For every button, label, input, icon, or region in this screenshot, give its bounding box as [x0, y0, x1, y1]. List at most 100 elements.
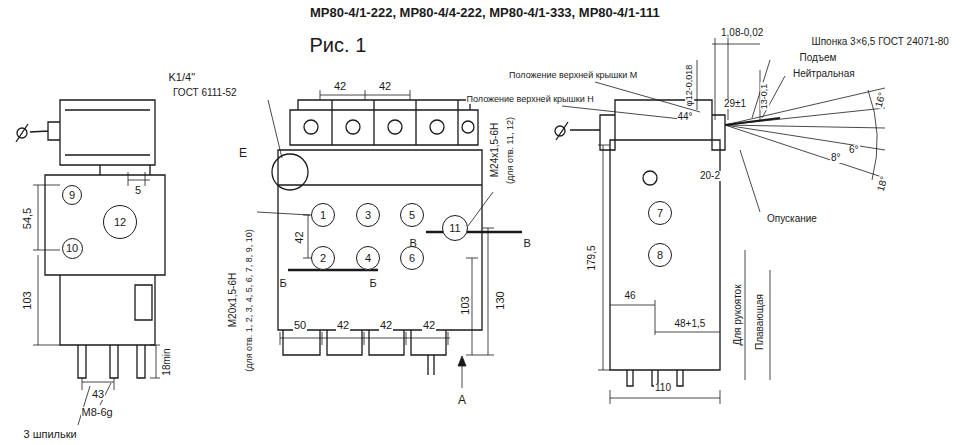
right-view-dimensions — [562, 38, 885, 404]
port-circle: 4 — [356, 246, 380, 270]
dimension-label: 179,5 — [586, 244, 596, 271]
dimension-label: 5 — [134, 185, 142, 196]
left-view-body — [45, 100, 165, 378]
callout-number: 2 — [320, 253, 326, 264]
dimension-label: А — [457, 394, 467, 406]
dimension-label: M20x1,5-6H — [228, 272, 238, 328]
dimension-label: Для рукояток — [732, 283, 742, 346]
callout-number: 11 — [449, 223, 460, 234]
dimension-label: 44° — [677, 112, 694, 122]
drawing-title: МР80-4/1-222, МР80-4/4-222, МР80-4/1-333… — [310, 6, 660, 19]
dimension-label: Опускание — [766, 214, 818, 224]
dimension-label: 16° — [873, 90, 887, 109]
front-view-dimensions — [257, 90, 494, 388]
dimension-label: 6° — [848, 145, 860, 155]
dimension-label: 110 — [654, 383, 672, 393]
dimension-lines — [562, 38, 785, 404]
dimension-label: M8-6g — [81, 407, 114, 418]
port-circle: 1 — [311, 203, 335, 227]
port-circle: 9 — [62, 185, 82, 205]
dimension-label: 103 — [22, 290, 33, 310]
dimension-label: 54,5 — [22, 206, 33, 229]
dimension-label: 43 — [91, 389, 105, 400]
right-view-body — [556, 100, 725, 386]
dimension-label: ГОСТ 6111-52 — [172, 88, 238, 98]
dimension-label: Б — [279, 278, 288, 289]
dimension-label: 20-2 — [699, 171, 721, 181]
dimension-label: 3 шпильки — [23, 429, 78, 440]
port-circle: 11 — [442, 215, 468, 241]
dimension-label: Положение верхней крышки М — [508, 71, 638, 80]
dimension-label: Подъем — [799, 53, 838, 63]
dimension-label: 8° — [830, 153, 842, 163]
angle-rays — [725, 88, 885, 180]
dimension-label: 103 — [460, 295, 471, 315]
handle-knob — [17, 128, 27, 138]
port-circle: 8 — [648, 243, 672, 267]
dimension-label: 29±1 — [723, 99, 747, 109]
dimension-label: Б — [369, 278, 378, 289]
bolt-head — [388, 120, 402, 134]
bolt-head — [346, 120, 360, 134]
port-circle: 3 — [356, 203, 380, 227]
arrow-head — [458, 356, 466, 366]
dimension-lines — [33, 172, 160, 425]
front-view-body — [278, 100, 482, 375]
dimension-label: 42 — [336, 320, 350, 331]
dimension-label: 42 — [379, 320, 393, 331]
side-port — [643, 171, 657, 185]
dimension-label: 13-0,1 — [760, 82, 769, 110]
dimension-label: (для отв. 11, 12) — [505, 116, 514, 185]
port-circle: 6 — [400, 246, 424, 270]
detail-e-circle — [272, 154, 308, 190]
callout-number: 8 — [657, 250, 663, 261]
dimension-label: 42 — [422, 320, 436, 331]
dimension-label: 42 — [378, 81, 392, 92]
callout-number: 3 — [365, 210, 371, 221]
bolt-head — [304, 120, 318, 134]
port-circle: 10 — [62, 238, 83, 259]
dimension-label: M24x1,5-6H — [490, 122, 500, 178]
callout-number: 10 — [66, 243, 78, 254]
dimension-label: В — [523, 238, 532, 249]
dimension-label: φ12-0,018 — [685, 63, 694, 106]
right-view — [555, 100, 780, 386]
callout-number: 7 — [657, 208, 663, 219]
dimension-label: 42 — [333, 81, 347, 92]
dimension-label: E — [238, 147, 248, 159]
dimension-label: Шпонка 3×6,5 ГОСТ 24071-80 — [811, 37, 950, 47]
dimension-label: Положение верхней крышки Н — [466, 95, 595, 104]
port-circle: 12 — [103, 205, 137, 239]
callout-number: 5 — [409, 210, 415, 221]
bolt-head — [430, 120, 444, 134]
dimension-label: 18° — [875, 174, 889, 193]
dimension-label: 48+1,5 — [674, 319, 707, 329]
dimension-label: Нейтральная — [792, 69, 856, 79]
dimension-label: K1/4" — [168, 72, 197, 83]
callout-number: 9 — [69, 190, 75, 201]
dimension-label: (для отв. 1, 2, 3, 4, 5, 6, 7, 8, 9, 10) — [244, 228, 253, 373]
handle-knob — [555, 126, 565, 136]
left-view-dimensions — [33, 172, 160, 425]
dimension-label: 18min — [161, 347, 171, 376]
dimension-label: 42 — [294, 230, 305, 244]
front-view — [272, 100, 522, 375]
dimension-label: 46 — [624, 291, 637, 301]
dimension-lines — [257, 90, 494, 355]
port-circle: 7 — [648, 201, 672, 225]
port-circle: 5 — [400, 203, 424, 227]
dimension-label: 50 — [293, 320, 307, 331]
callout-number: 12 — [114, 217, 126, 228]
callout-number: 4 — [365, 253, 371, 264]
left-view-handle — [16, 122, 60, 142]
dimension-label: 130 — [495, 290, 506, 310]
callout-number: 1 — [320, 210, 326, 221]
port-circle: 2 — [311, 246, 335, 270]
dimension-label: Плавающая — [755, 293, 765, 351]
callout-number: 6 — [409, 253, 415, 264]
dimension-label: 1,08-0,02 — [720, 28, 764, 38]
dimension-label: Рис. 1 — [309, 35, 368, 55]
bolt-head — [462, 121, 474, 133]
